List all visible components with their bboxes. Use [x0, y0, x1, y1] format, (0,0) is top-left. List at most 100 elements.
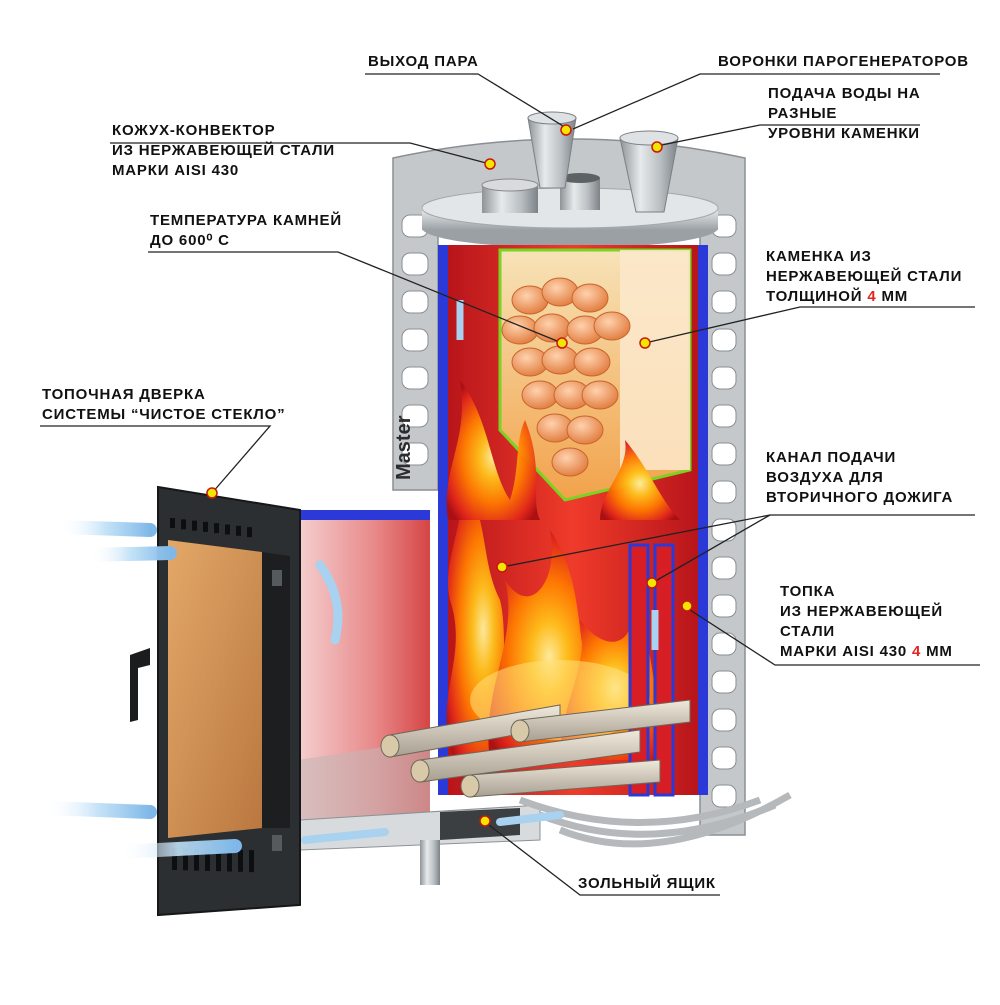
marker-steam-outlet	[560, 124, 572, 136]
door-slot	[249, 850, 254, 873]
stone	[541, 345, 579, 375]
casing-slot	[711, 366, 737, 390]
firewood-logs	[380, 699, 691, 798]
marker-air-channel-2	[646, 577, 658, 589]
casing-slot	[401, 290, 429, 314]
flame	[600, 440, 680, 520]
casing-slots-right	[711, 214, 737, 808]
log-end	[380, 734, 400, 758]
label-line: УРОВНИ КАМЕНКИ	[768, 125, 920, 142]
marker-air-channel	[496, 561, 508, 573]
door-slot	[236, 525, 241, 536]
label-line: РАЗНЫЕ	[768, 105, 838, 122]
casing-slot	[711, 632, 737, 656]
label-text: МАРКИ AISI 430	[780, 643, 912, 660]
label-air-channel: КАНАЛ ПОДАЧИ ВОЗДУХА ДЛЯ ВТОРИЧНОГО ДОЖИ…	[766, 448, 953, 508]
callout-markers	[206, 124, 693, 827]
brand-lettering: Master	[393, 415, 415, 480]
door-air-slots-bottom	[172, 848, 254, 873]
stone	[566, 415, 604, 445]
casing-slot	[711, 404, 737, 428]
casing-slot	[711, 556, 737, 580]
door-slot	[181, 519, 186, 530]
stone-chamber	[498, 248, 692, 502]
casing-slot	[711, 290, 737, 314]
leader-lines	[40, 73, 980, 896]
label-line: ВТОРИЧНОГО ДОЖИГА	[766, 489, 954, 506]
label-line: КОЖУХ-КОНВЕКТОР	[112, 122, 276, 139]
label-line: СТАЛИ	[780, 623, 835, 640]
marker-stone-chamber	[639, 337, 651, 349]
label-text: ММ	[876, 288, 909, 305]
label-steam-outlet: ВЫХОД ПАРА	[368, 52, 479, 72]
door-slot	[192, 520, 197, 531]
label-line: ПОДАЧА ВОДЫ НА	[768, 85, 921, 102]
marker-funnels	[651, 141, 663, 153]
casing-slot	[401, 366, 429, 390]
label-line: НЕРЖАВЕЮЩЕЙ СТАЛИ	[766, 268, 963, 285]
marker-ash-box	[479, 815, 491, 827]
label-line: ИЗ НЕРЖАВЕЮЩЕЙ СТАЛИ	[112, 142, 335, 159]
stone	[581, 380, 619, 410]
label-text: ММ	[921, 643, 953, 660]
label-line: ИЗ НЕРЖАВЕЮЩЕЙ	[780, 603, 943, 620]
stone	[593, 311, 631, 341]
stone	[533, 313, 571, 343]
label-text: ТОЛЩИНОЙ	[766, 288, 868, 305]
flame	[446, 380, 540, 520]
door-air-slots-top	[170, 518, 252, 538]
casing-slot	[711, 328, 737, 352]
casing-slot	[401, 328, 429, 352]
log-end	[410, 759, 430, 783]
label-firebox-door: ТОПОЧНАЯ ДВЕРКА СИСТЕМЫ “ЧИСТОЕ СТЕКЛО”	[42, 385, 285, 425]
label-line: МАРКИ AISI 430 4 ММ	[780, 642, 953, 662]
label-firebox: ТОПКА ИЗ НЕРЖАВЕЮЩЕЙ СТАЛИ МАРКИ AISI 43…	[780, 582, 953, 662]
door-slot	[225, 524, 230, 535]
door-slot	[203, 521, 208, 532]
label-stone-chamber: КАМЕНКА ИЗ НЕРЖАВЕЮЩЕЙ СТАЛИ ТОЛЩИНОЙ 4 …	[766, 247, 962, 307]
casing-slot	[711, 670, 737, 694]
label-line: КАНАЛ ПОДАЧИ	[766, 449, 897, 466]
label-line: МАРКИ AISI 430	[112, 162, 240, 179]
log-end	[460, 774, 480, 798]
airflow-arrows	[38, 300, 659, 859]
marker-casing	[484, 158, 496, 170]
door-slot	[247, 527, 252, 538]
casing-slots-left	[401, 214, 429, 466]
label-casing-convector: КОЖУХ-КОНВЕКТОР ИЗ НЕРЖАВЕЮЩЕЙ СТАЛИ МАР…	[112, 121, 335, 181]
stone	[551, 447, 589, 477]
label-line: ВЫХОД ПАРА	[368, 53, 479, 70]
stone	[573, 347, 611, 377]
label-line: ТОПОЧНАЯ ДВЕРКА	[42, 386, 206, 403]
label-water-supply: ПОДАЧА ВОДЫ НА РАЗНЫЕ УРОВНИ КАМЕНКИ	[768, 84, 921, 144]
door-slot	[216, 849, 221, 872]
casing-slot	[711, 746, 737, 770]
firebox-door	[130, 485, 301, 917]
label-line: ДО 600⁰ С	[150, 232, 230, 249]
label-ash-box: ЗОЛЬНЫЙ ЯЩИК	[578, 874, 716, 894]
door-slot	[194, 848, 199, 871]
casing-slot	[401, 442, 429, 466]
label-line: ЗОЛЬНЫЙ ЯЩИК	[578, 875, 716, 892]
label-line: ВОЗДУХА ДЛЯ	[766, 469, 884, 486]
door-slot	[170, 518, 175, 528]
firebox-front-extension	[290, 510, 430, 840]
steam-outlet-pipes	[481, 173, 600, 213]
casing-slot	[711, 594, 737, 618]
label-steam-funnels: ВОРОНКИ ПАРОГЕНЕРАТОРОВ	[718, 52, 969, 72]
stone	[571, 283, 609, 313]
casing-slot	[711, 252, 737, 276]
casing-slot	[711, 480, 737, 504]
label-line: ТОПКА	[780, 583, 836, 600]
door-slot	[205, 848, 210, 871]
door-slot	[227, 849, 232, 872]
log-end	[510, 719, 530, 743]
label-line: ТЕМПЕРАТУРА КАМНЕЙ	[150, 212, 342, 229]
casing-slot	[401, 404, 429, 428]
label-line: ВОРОНКИ ПАРОГЕНЕРАТОРОВ	[718, 53, 969, 70]
thickness-value: 4	[867, 288, 877, 305]
casing-slot	[711, 784, 737, 808]
marker-door	[206, 487, 218, 499]
